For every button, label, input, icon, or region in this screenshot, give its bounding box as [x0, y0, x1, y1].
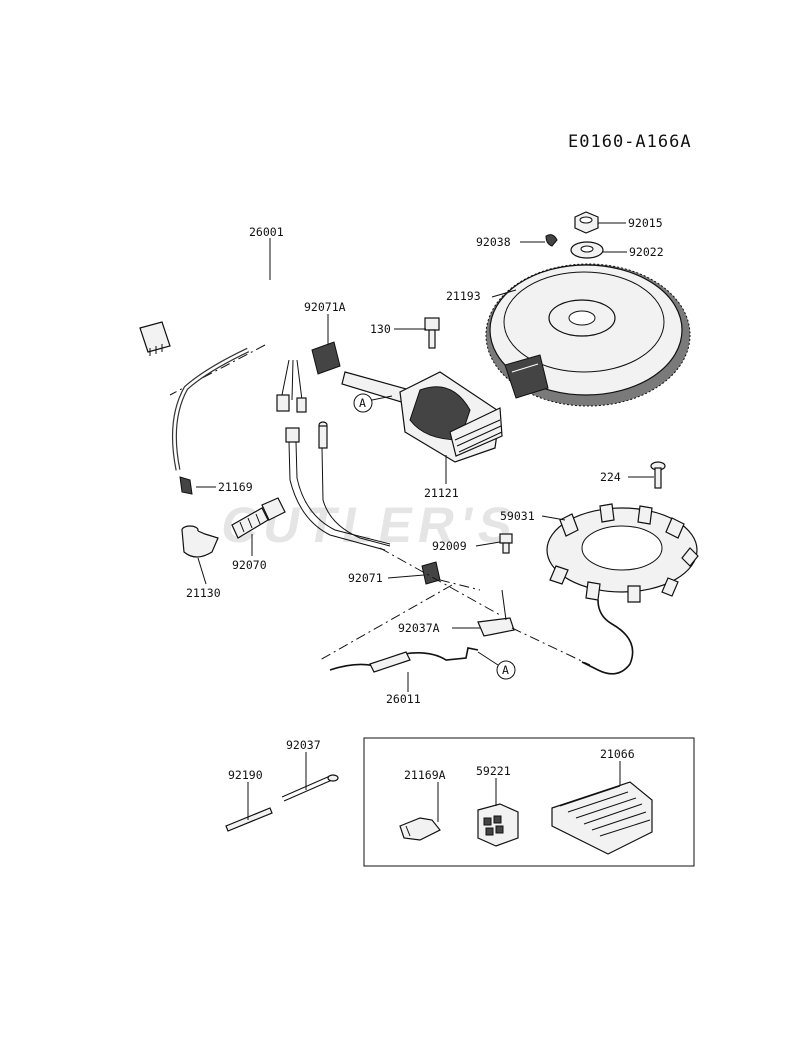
label-224[interactable]: 224: [600, 470, 621, 484]
label-21193[interactable]: 21193: [446, 289, 481, 303]
clip-92037A[interactable]: [477, 589, 515, 637]
label-92009[interactable]: 92009: [432, 539, 467, 553]
label-59221[interactable]: 59221: [476, 764, 511, 778]
label-59031[interactable]: 59031: [500, 509, 535, 523]
label-21169A[interactable]: 21169A: [404, 768, 446, 782]
lead-wires[interactable]: [285, 421, 391, 551]
part-labels: 26001 92071A 130 92038 92015 92022 21193…: [186, 216, 664, 782]
terminal-21169A[interactable]: [399, 817, 441, 841]
label-21121[interactable]: 21121: [424, 486, 459, 500]
kit-box: [363, 737, 695, 867]
callout-a-2-text: A: [502, 663, 509, 677]
ignition-coil-21121[interactable]: [341, 371, 503, 463]
harness-26001[interactable]: [139, 276, 307, 413]
lead-26011[interactable]: [329, 647, 479, 673]
washer-92022[interactable]: [570, 241, 604, 259]
label-92071[interactable]: 92071: [348, 571, 383, 585]
callout-a-2: A: [477, 651, 516, 680]
cotter-pin-92037[interactable]: [281, 774, 339, 802]
callout-a-1-text: A: [359, 396, 366, 410]
regulator-21066[interactable]: [551, 781, 653, 855]
key-92038[interactable]: [545, 234, 558, 247]
leader-lines: [196, 222, 654, 822]
pin-92190[interactable]: [225, 807, 273, 832]
diagram-code: E0160-A166A: [568, 132, 692, 152]
tube-21169[interactable]: [171, 347, 250, 495]
label-92038[interactable]: 92038: [476, 235, 511, 249]
label-92071A[interactable]: 92071A: [304, 300, 346, 314]
screw-224[interactable]: [650, 461, 666, 489]
label-92037[interactable]: 92037: [286, 738, 321, 752]
stator-59031[interactable]: [546, 503, 699, 675]
spark-plug-92070[interactable]: [231, 497, 286, 539]
callout-a-1: A: [353, 393, 393, 413]
label-21169[interactable]: 21169: [218, 480, 253, 494]
label-26011[interactable]: 26011: [386, 692, 421, 706]
label-26001[interactable]: 26001: [249, 225, 284, 239]
connector-59221[interactable]: [477, 803, 519, 847]
flywheel-21193[interactable]: [485, 263, 691, 407]
label-21130[interactable]: 21130: [186, 586, 221, 600]
screw-130[interactable]: [424, 317, 440, 349]
screw-92009[interactable]: [499, 533, 513, 554]
bracket-92071A[interactable]: [311, 341, 341, 375]
label-21066[interactable]: 21066: [600, 747, 635, 761]
plug-cap-21130[interactable]: [181, 525, 219, 558]
guide-lines: [319, 547, 591, 666]
nut-92015[interactable]: [574, 211, 599, 234]
label-92015[interactable]: 92015: [628, 216, 663, 230]
label-130[interactable]: 130: [370, 322, 391, 336]
clamp-92071[interactable]: [421, 561, 441, 585]
label-92070[interactable]: 92070: [232, 558, 267, 572]
label-92022[interactable]: 92022: [629, 245, 664, 259]
label-92037A[interactable]: 92037A: [398, 621, 440, 635]
label-92190[interactable]: 92190: [228, 768, 263, 782]
